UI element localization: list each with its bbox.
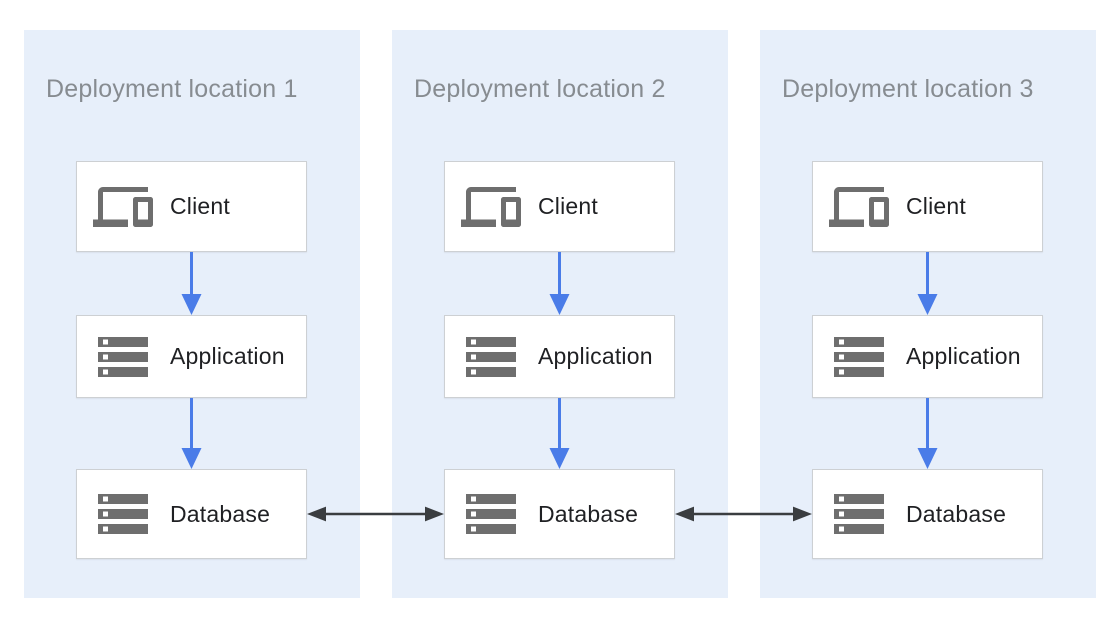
server-stack-icon [461, 327, 521, 387]
server-stack-icon [93, 327, 153, 387]
devices-icon [93, 177, 153, 237]
devices-icon [829, 177, 889, 237]
panel-title: Deployment location 3 [782, 75, 1034, 103]
client-node: Client [444, 161, 675, 252]
deployment-location-1-panel: Deployment location 1 Client Application [24, 30, 360, 598]
application-to-database-arrow [917, 398, 938, 469]
client-to-application-arrow [181, 252, 202, 315]
client-node: Client [812, 161, 1043, 252]
database-replication-arrow-1-2 [307, 506, 444, 522]
database-replication-arrow-2-3 [675, 506, 812, 522]
application-to-database-arrow [549, 398, 570, 469]
server-stack-icon [461, 484, 521, 544]
node-label: Database [170, 500, 271, 527]
database-node: Database [76, 469, 307, 559]
server-stack-icon [829, 484, 889, 544]
client-node: Client [76, 161, 307, 252]
node-label: Client [538, 193, 599, 219]
node-label: Database [906, 500, 1007, 527]
database-node: Database [812, 469, 1043, 559]
panel-title: Deployment location 1 [46, 75, 298, 103]
node-label: Database [538, 500, 639, 527]
node-label: Client [906, 193, 967, 219]
database-node: Database [444, 469, 675, 559]
devices-icon [461, 177, 521, 237]
client-to-application-arrow [549, 252, 570, 315]
client-to-application-arrow [917, 252, 938, 315]
application-node: Application [76, 315, 307, 398]
node-label: Application [170, 343, 285, 369]
application-node: Application [444, 315, 675, 398]
panel-title: Deployment location 2 [414, 75, 666, 103]
application-to-database-arrow [181, 398, 202, 469]
deployment-location-3-panel: Deployment location 3 Client Application [760, 30, 1096, 598]
application-node: Application [812, 315, 1043, 398]
node-label: Application [906, 343, 1021, 369]
deployment-location-2-panel: Deployment location 2 Client Application [392, 30, 728, 598]
server-stack-icon [93, 484, 153, 544]
node-label: Client [170, 193, 231, 219]
node-label: Application [538, 343, 653, 369]
server-stack-icon [829, 327, 889, 387]
